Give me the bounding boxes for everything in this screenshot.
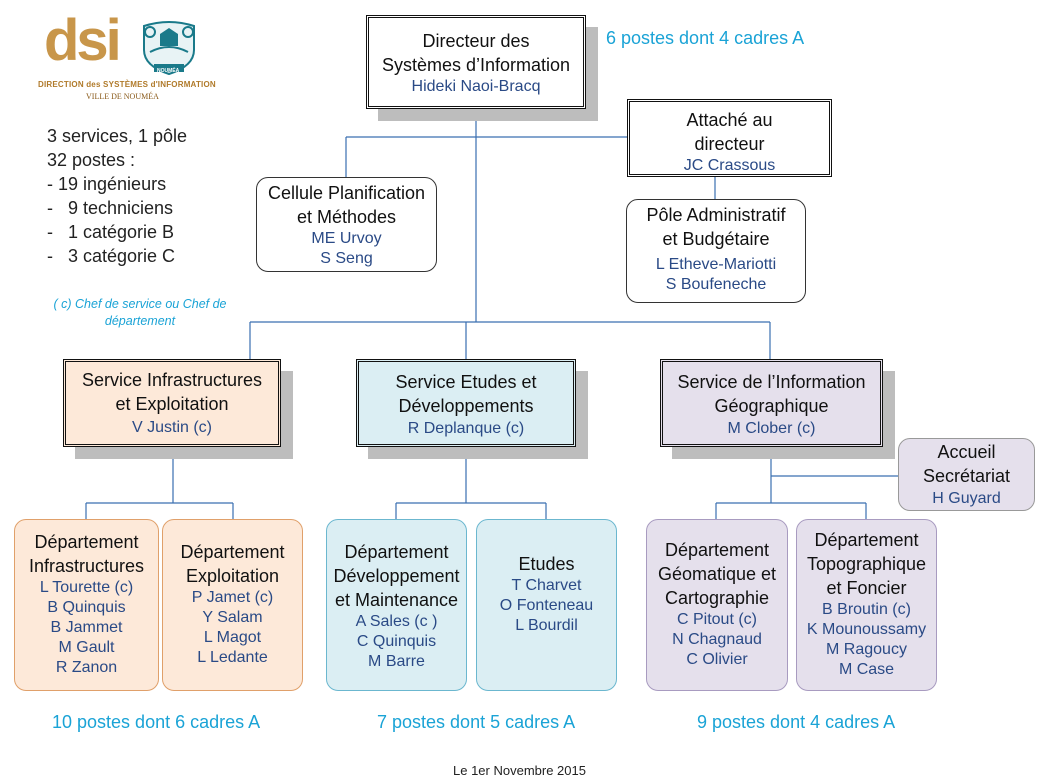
summary-line: 32 postes : <box>47 150 136 170</box>
accueil-name: H Guyard <box>932 490 1001 507</box>
footer-date: Le 1er Novembre 2015 <box>453 763 586 778</box>
dept-member: T Charvet <box>511 577 582 594</box>
dept-member: L Bourdil <box>515 617 578 634</box>
summary-list: 3 services, 1 pôle 32 postes : - 19 ingé… <box>47 124 187 268</box>
dept-member: R Zanon <box>55 659 118 676</box>
service-title-line2: Développements <box>398 396 534 416</box>
dept-topographique-box: Département Topographique et Foncier B B… <box>796 519 937 691</box>
dept-member: B Jammet <box>50 619 123 636</box>
dept-member: L Magot <box>203 629 262 646</box>
accueil-title-line2: Secrétariat <box>922 466 1011 486</box>
dept-title-line: Géomatique et <box>657 564 777 584</box>
attache-title-line1: Attaché au <box>686 110 773 130</box>
service-title-line1: Service Infrastructures <box>81 370 263 390</box>
logo-subtitle: DIRECTION des SYSTÈMES d'INFORMATION <box>38 80 216 89</box>
service-head: V Justin (c) <box>131 419 212 436</box>
service-staff-count: 9 postes dont 4 cadres A <box>697 712 896 732</box>
dept-member: B Broutin (c) <box>822 601 911 618</box>
pole-title-line2: et Budgétaire <box>662 229 770 249</box>
accueil-box: Accueil Secrétariat H Guyard <box>898 438 1035 511</box>
cellule-member: S Seng <box>320 250 373 267</box>
cellule-title-line2: et Méthodes <box>296 207 397 227</box>
service-staff-count: 7 postes dont 5 cadres A <box>377 712 576 732</box>
dept-developpement-box: Département Développement et Maintenance… <box>326 519 467 691</box>
dept-member: M Ragoucy <box>826 641 907 658</box>
dept-title-line: Topographique <box>806 554 927 574</box>
dept-member: L Tourette (c) <box>39 579 134 596</box>
service-title-line2: Géographique <box>714 396 829 416</box>
summary-line: - 19 ingénieurs <box>47 174 167 194</box>
dsi-logo-mark: dsi <box>44 8 122 73</box>
pole-box: Pôle Administratif et Budgétaire L Ethev… <box>626 199 806 303</box>
dept-member: K Mounoussamy <box>806 621 927 638</box>
attache-name: JC Crassous <box>683 157 776 174</box>
service-infrastructures-box: Service Infrastructures et Exploitation … <box>63 359 281 447</box>
dept-title-line: Département <box>344 542 449 562</box>
summary-line: - 3 catégorie C <box>47 246 176 266</box>
director-title-line2: Systèmes d’Information <box>381 55 571 75</box>
dept-member: C Pitout (c) <box>676 611 757 628</box>
dept-member: A Sales (c ) <box>355 613 438 630</box>
legend-note-line2: département <box>104 314 176 328</box>
dept-member: M Gault <box>58 639 115 656</box>
dept-member: Y Salam <box>202 609 263 626</box>
legend-note: ( c) Chef de service ou Chef de départem… <box>30 296 250 330</box>
legend-note-line1: ( c) Chef de service ou Chef de <box>53 297 227 311</box>
dept-member: M Case <box>838 661 895 678</box>
summary-line: - 1 catégorie B <box>47 222 175 242</box>
cellule-title-line1: Cellule Planification <box>267 183 426 203</box>
dept-member: C Quinquis <box>356 633 437 650</box>
dept-member: C Olivier <box>686 651 748 668</box>
pole-title-line1: Pôle Administratif <box>646 205 786 225</box>
pole-member: S Boufeneche <box>665 276 767 293</box>
service-etudes-box: Service Etudes et Développements R Depla… <box>356 359 576 447</box>
dept-member: L Ledante <box>197 649 268 666</box>
director-name: Hideki Naoi-Bracq <box>411 78 541 95</box>
cellule-member: ME Urvoy <box>311 230 382 247</box>
dept-title-line: Département <box>664 540 770 560</box>
service-head: M Clober (c) <box>727 420 816 437</box>
attache-box: Attaché au directeur JC Crassous <box>627 99 832 177</box>
service-title-line1: Service de l’Information <box>677 372 866 392</box>
dept-member: B Quinquis <box>47 599 126 616</box>
dept-geomatique-box: Département Géomatique et Cartographie C… <box>646 519 788 691</box>
attache-title-line2: directeur <box>694 134 765 154</box>
service-head: R Deplanque (c) <box>407 420 525 437</box>
dept-infrastructures-box: Département Infrastructures L Tourette (… <box>14 519 159 691</box>
pole-member: L Etheve-Mariotti <box>655 256 777 273</box>
dept-title-line: Cartographie <box>664 588 770 608</box>
dept-title-line: Infrastructures <box>28 556 145 576</box>
dept-exploitation-box: Département Exploitation P Jamet (c) Y S… <box>162 519 303 691</box>
seal-caption: NOUMÉA <box>157 68 180 74</box>
service-information-geographique-box: Service de l’Information Géographique M … <box>660 359 883 447</box>
dept-title-line: Département <box>34 532 139 552</box>
dept-member: N Chagnaud <box>672 631 762 648</box>
accueil-title-line1: Accueil <box>937 442 996 462</box>
service-title-line2: et Exploitation <box>115 394 229 414</box>
dept-title-line: et Maintenance <box>334 590 459 610</box>
dept-etudes-box: Etudes T Charvet O Fonteneau L Bourdil <box>476 519 617 691</box>
dsi-logo: dsi NOUMÉA DIRECTION des SYSTÈMES d'INFO… <box>36 10 216 102</box>
summary-line: 3 services, 1 pôle <box>47 126 188 146</box>
dept-title-line: Département <box>814 530 919 550</box>
dept-title-line: Exploitation <box>185 566 280 586</box>
cellule-box: Cellule Planification et Méthodes ME Urv… <box>256 177 437 272</box>
logo-city: VILLE DE NOUMÉA <box>86 92 159 101</box>
seal-icon <box>143 21 195 76</box>
dept-title-line: et Foncier <box>826 578 907 598</box>
director-staff-count: 6 postes dont 4 cadres A <box>606 28 805 48</box>
summary-line: - 9 techniciens <box>47 198 174 218</box>
dept-member: O Fonteneau <box>499 597 594 614</box>
dept-title-line: Etudes <box>518 554 575 574</box>
dept-member: P Jamet (c) <box>191 589 274 606</box>
director-box: Directeur des Systèmes d’Information Hid… <box>366 15 586 109</box>
service-title-line1: Service Etudes et <box>395 372 537 392</box>
service-staff-count: 10 postes dont 6 cadres A <box>52 712 261 732</box>
dept-title-line: Département <box>180 542 285 562</box>
director-title-line1: Directeur des <box>422 31 530 51</box>
dept-member: M Barre <box>368 653 425 670</box>
dept-title-line: Développement <box>333 566 460 586</box>
